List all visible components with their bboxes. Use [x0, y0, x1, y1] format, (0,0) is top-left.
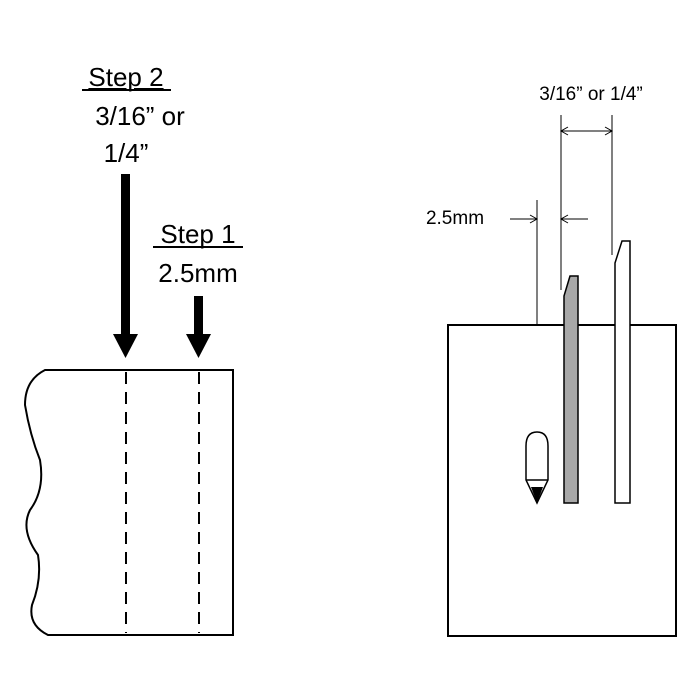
- step1-value: 2.5mm: [158, 258, 237, 288]
- step2-value-line2: 1/4”: [104, 138, 149, 168]
- guide-blade-white: [614, 240, 631, 504]
- presser-plate: [447, 324, 677, 637]
- step1-arrow-icon: [186, 296, 211, 358]
- top-dimension-arrow-icon: [559, 126, 614, 136]
- side-dimension-label: 2.5mm: [426, 208, 484, 229]
- guide-blade-grey: [563, 275, 579, 504]
- step2-arrow-icon: [113, 174, 138, 358]
- fabric-piece: [23, 369, 234, 636]
- top-dimension-label: 3/16” or 1/4”: [539, 84, 643, 105]
- right-panel: 3/16” or 1/4” 2.5mm: [426, 84, 677, 637]
- side-dimension-arrow-left-icon: [510, 214, 539, 224]
- needle-icon: [525, 431, 549, 505]
- step1-title: Step 1: [160, 219, 235, 249]
- step2-title: Step 2: [88, 62, 163, 92]
- side-dimension-arrow-right-icon: [559, 214, 588, 224]
- step2-value-line1: 3/16” or: [95, 101, 185, 131]
- left-panel: Step 2 3/16” or 1/4” Step 1 2.5mm: [23, 62, 243, 636]
